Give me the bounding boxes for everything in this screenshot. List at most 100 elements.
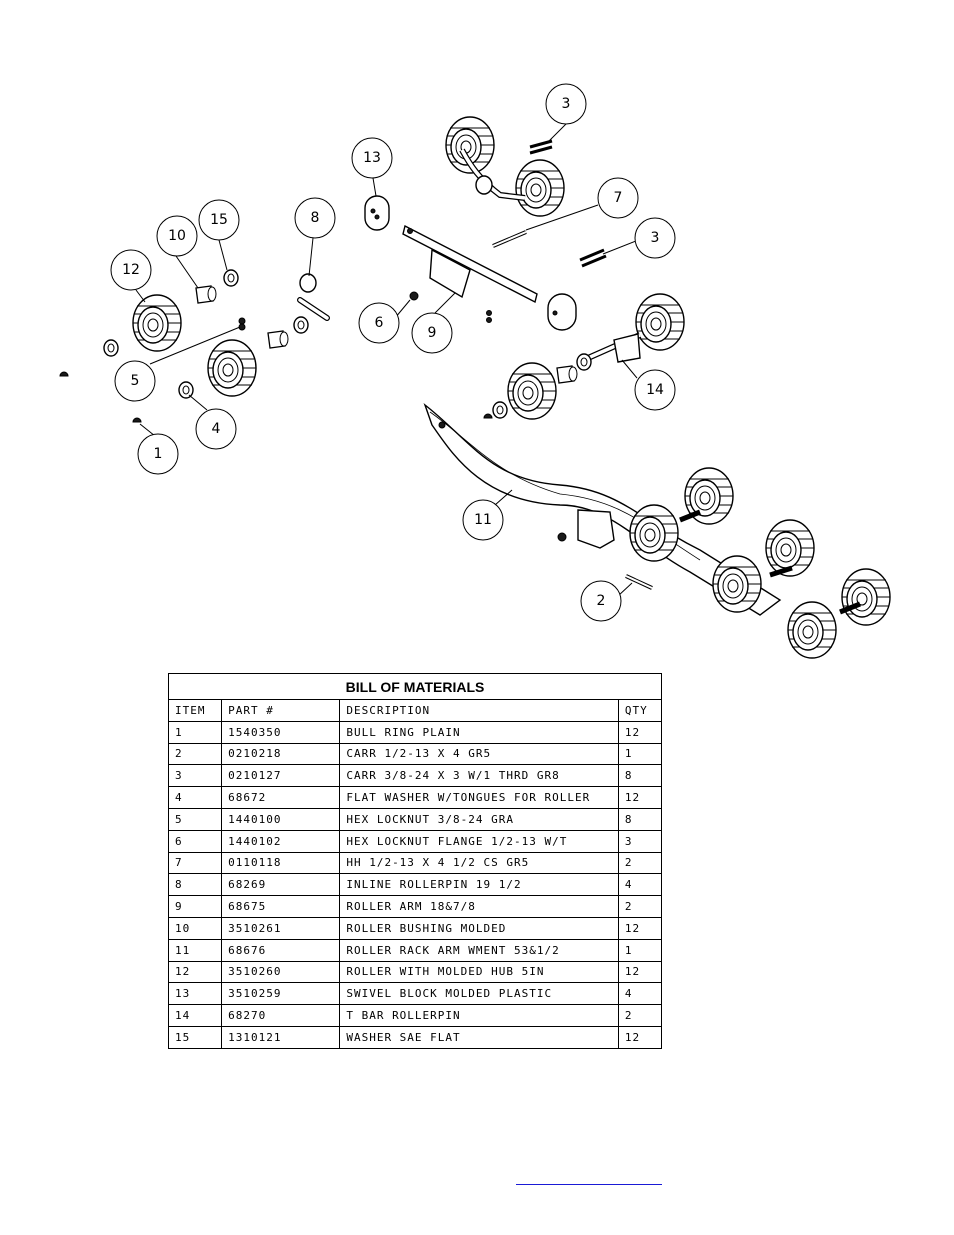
callout-4: 4 — [195, 408, 237, 450]
cell-qty: 2 — [617, 851, 663, 875]
cell-description: BULL RING PLAIN — [339, 720, 619, 744]
cell-qty: 4 — [617, 982, 663, 1006]
cell-item: 9 — [167, 895, 223, 918]
top-right-roller-group — [445, 116, 607, 268]
header-description: DESCRIPTION — [339, 699, 619, 722]
cell-item: 10 — [167, 916, 223, 940]
washer-15a — [103, 339, 119, 357]
washer-15c — [293, 316, 309, 334]
cell-qty: 12 — [617, 960, 663, 984]
roller-top-b — [515, 159, 565, 217]
cell-qty: 4 — [617, 873, 663, 897]
cell-description: CARR 1/2-13 X 4 GR5 — [339, 742, 619, 766]
cell-part: 3510261 — [221, 916, 341, 940]
left-roller-group — [59, 257, 347, 423]
callout-1: 1 — [137, 433, 179, 475]
cell-item: 13 — [167, 982, 223, 1006]
rack-roller-f — [841, 568, 891, 626]
rack-roller-c — [712, 555, 762, 613]
leader-lines — [135, 123, 638, 597]
cell-qty: 8 — [617, 807, 663, 831]
cell-qty: 12 — [617, 1025, 663, 1049]
rack-roller-a — [629, 504, 679, 562]
svg-text:7: 7 — [614, 190, 623, 206]
svg-text:6: 6 — [375, 315, 384, 331]
callout-balloons: 3 13 7 3 8 15 10 12 6 9 5 4 1 14 11 2 — [110, 83, 676, 622]
svg-text:8: 8 — [311, 210, 320, 226]
svg-text:9: 9 — [428, 325, 437, 341]
washer-4a — [178, 381, 194, 399]
svg-text:10: 10 — [168, 228, 186, 244]
callout-2: 2 — [580, 580, 622, 622]
cell-part: 68675 — [221, 895, 341, 918]
cell-qty: 2 — [617, 1004, 663, 1027]
cell-part: 68269 — [221, 873, 341, 897]
bushing-10a — [195, 285, 217, 304]
cell-description: CARR 3/8-24 X 3 W/1 THRD GR8 — [339, 764, 619, 788]
bom-title: BILL OF MATERIALS — [168, 673, 662, 700]
cell-qty: 12 — [617, 916, 663, 940]
cell-description: HEX LOCKNUT FLANGE 1/2-13 W/T — [339, 829, 619, 853]
cell-qty: 12 — [617, 720, 663, 744]
bushing-right — [556, 365, 578, 384]
cell-part: 3510259 — [221, 982, 341, 1006]
roller-right-a — [635, 293, 685, 351]
callout-11: 11 — [462, 499, 504, 541]
cell-part: 0210127 — [221, 764, 341, 788]
callout-9: 9 — [411, 312, 453, 354]
svg-text:12: 12 — [122, 262, 140, 278]
t-bar-roller-group — [483, 293, 685, 420]
cell-part: 1540350 — [221, 720, 341, 744]
svg-text:13: 13 — [363, 150, 381, 166]
cell-item: 1 — [167, 720, 223, 744]
cell-part: 3510260 — [221, 960, 341, 984]
callout-12: 12 — [110, 249, 152, 291]
callout-10: 10 — [156, 215, 198, 257]
cell-item: 2 — [167, 742, 223, 766]
cell-qty: 12 — [617, 786, 663, 809]
rack-arm-weldment — [423, 402, 891, 659]
svg-text:15: 15 — [210, 212, 228, 228]
cell-item: 8 — [167, 873, 223, 897]
exploded-assembly-diagram: 3 13 7 3 8 15 10 12 6 9 5 4 1 14 11 2 — [59, 83, 891, 659]
callout-7: 7 — [597, 177, 639, 219]
svg-text:2: 2 — [597, 593, 606, 609]
svg-text:3: 3 — [651, 230, 660, 246]
cell-description: INLINE ROLLERPIN 19 1/2 — [339, 873, 619, 897]
callout-3-top: 3 — [545, 83, 587, 125]
cell-qty: 1 — [617, 742, 663, 766]
header-qty: QTY — [617, 699, 663, 722]
cell-item: 12 — [167, 960, 223, 984]
cell-description: ROLLER RACK ARM WMENT 53&1/2 — [339, 938, 619, 962]
cell-description: T BAR ROLLERPIN — [339, 1004, 619, 1027]
cell-part: 68676 — [221, 938, 341, 962]
svg-text:11: 11 — [474, 512, 492, 528]
callout-3-right: 3 — [634, 217, 676, 259]
svg-text:4: 4 — [212, 421, 221, 437]
roller-12a — [132, 294, 182, 352]
callout-13: 13 — [351, 137, 393, 179]
roller-12b — [207, 339, 257, 397]
rack-roller-e — [787, 601, 837, 659]
cell-description: ROLLER BUSHING MOLDED — [339, 916, 619, 940]
footer-link[interactable] — [516, 1174, 662, 1185]
cell-item: 4 — [167, 786, 223, 809]
cell-qty: 1 — [617, 938, 663, 962]
svg-text:3: 3 — [562, 96, 571, 112]
center-arm-group — [364, 195, 577, 331]
roller-right-b — [507, 362, 557, 420]
callout-15: 15 — [198, 199, 240, 241]
bill-of-materials-table: BILL OF MATERIALS ITEM PART # DESCRIPTIO… — [167, 673, 663, 1049]
callout-14: 14 — [634, 369, 676, 411]
cell-description: ROLLER ARM 18&7/8 — [339, 895, 619, 918]
callout-8: 8 — [294, 197, 336, 239]
